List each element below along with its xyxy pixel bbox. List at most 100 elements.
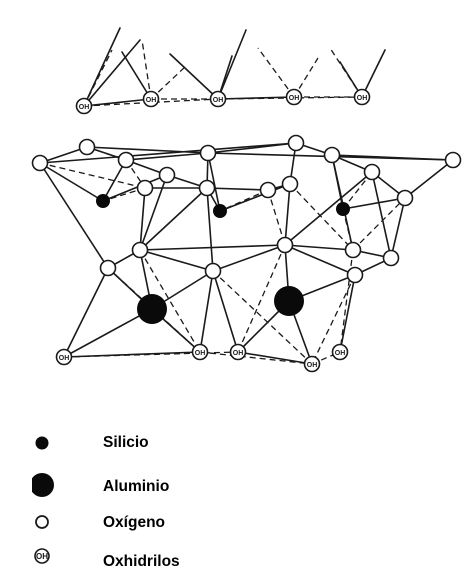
solid-bond-31 [206, 187, 214, 272]
solid-bond-51 [139, 249, 214, 272]
dashed-bond-27 [63, 351, 239, 358]
solid-bond-46 [342, 197, 406, 210]
solid-bond-26 [206, 187, 269, 191]
dashed-bond-3 [257, 47, 295, 98]
hydroxyl-label-h2: OH [146, 97, 157, 104]
solid-bond-44 [219, 183, 291, 212]
dashed-bond-23 [212, 270, 313, 365]
solid-bond-18 [39, 142, 297, 164]
solid-bond-55 [63, 267, 109, 358]
oxygen-atom-o21 [346, 266, 364, 284]
hydroxyl-label-h1: OH [79, 104, 90, 111]
legend-label-oxigeno: Oxígeno [103, 514, 166, 531]
solid-bond-45 [331, 154, 344, 210]
solid-bond-49 [284, 244, 354, 251]
oxygen-atom-icon [35, 515, 49, 529]
svg-text:OH: OH [36, 552, 48, 561]
oxygen-atom-o16 [276, 236, 294, 254]
dashed-bond-18 [342, 171, 373, 210]
solid-bond-19 [39, 162, 109, 269]
hydroxyl-label-b4: OH [307, 362, 318, 369]
hydroxyl-atom-h1 [75, 97, 93, 115]
solid-bond-48 [139, 244, 286, 251]
solid-bond-62 [212, 270, 239, 353]
oxygen-atom-o11 [198, 179, 216, 197]
solid-bond-69 [237, 351, 313, 365]
oxygen-atom-o7 [323, 146, 341, 164]
solid-bond-42 [207, 152, 221, 212]
dashed-bond-16 [289, 183, 354, 251]
legend-item-oxhidrilos: OH Oxhidrilos [0, 540, 300, 580]
solid-bond-16 [86, 146, 209, 154]
hydroxyl-atom-icon: OH [34, 548, 50, 564]
solid-bond-39 [390, 197, 406, 259]
dashed-bond-15 [267, 189, 286, 246]
solid-bond-53 [284, 244, 356, 276]
silicon-atom-s1 [96, 194, 110, 208]
aluminum-atom-icon [32, 473, 54, 497]
aluminum-atom-a2 [274, 286, 304, 316]
dashed-bond-26 [311, 274, 356, 365]
solid-bond-36 [284, 171, 373, 246]
dashed-bond-1 [141, 39, 152, 100]
solid-bond-30 [139, 187, 208, 251]
solid-bond-52 [212, 244, 286, 272]
solid-bond-61 [199, 270, 214, 353]
dashed-bond-28 [199, 351, 313, 365]
oxygen-atom-o5 [199, 144, 217, 162]
oxygen-atom-o17 [344, 241, 362, 259]
hydroxyl-atom-b4 [303, 355, 321, 373]
solid-bond-20 [39, 162, 104, 202]
solid-bond-3 [217, 29, 247, 100]
legend-label-oxhidrilos: Oxhidrilos [103, 553, 180, 570]
legend-item-silicio: Silicio [0, 423, 300, 463]
oxygen-atom-o14 [396, 189, 414, 207]
solid-bond-12 [125, 152, 209, 161]
hydroxyl-label-b3: OH [233, 350, 244, 357]
hydroxyl-label-b5: OH [335, 350, 346, 357]
dashed-bond-8 [83, 98, 219, 107]
dashed-bond-17 [352, 197, 406, 251]
hydroxyl-atom-h5 [353, 88, 371, 106]
oxygen-atom-o1 [31, 154, 49, 172]
hydroxyl-label-h5: OH [357, 95, 368, 102]
oxygen-atom-o6 [287, 134, 305, 152]
solid-bond-1 [83, 39, 141, 107]
silicon-atom-s3 [336, 202, 350, 216]
legend-item-aluminio: Aluminio [0, 465, 300, 505]
hydroxyl-atom-b3 [229, 343, 247, 361]
oxygen-atom-o18 [382, 249, 400, 267]
dashed-bond-11 [102, 187, 146, 202]
dashed-bond-2 [150, 65, 187, 100]
hydroxyl-label-h4: OH [289, 95, 300, 102]
silicon-atom-s2 [213, 204, 227, 218]
oxygen-atom-o19 [99, 259, 117, 277]
legend-label-aluminio: Aluminio [103, 478, 170, 495]
legend-item-oxigeno: Oxígeno [0, 505, 300, 545]
legend-label-silicio: Silicio [103, 434, 149, 451]
oxygen-atom-o4 [158, 166, 176, 184]
silicon-atom-icon [35, 436, 49, 450]
solid-bond-67 [339, 274, 356, 353]
oxygen-atom-o9 [444, 151, 462, 169]
hydroxyl-atom-b1 [55, 348, 73, 366]
solid-bond-38 [404, 159, 454, 199]
hydroxyl-atom-b5 [331, 343, 349, 361]
oxygen-atom-o15 [131, 241, 149, 259]
oxygen-atom-o2 [78, 138, 96, 156]
solid-bond-28 [139, 174, 168, 251]
hydroxyl-label-b2: OH [195, 350, 206, 357]
aluminum-atom-a1 [137, 294, 167, 324]
hydroxyl-atom-b2 [191, 343, 209, 361]
dashed-bond-4 [293, 57, 319, 98]
oxygen-atom-o3 [117, 151, 135, 169]
hydroxyl-atom-h3 [209, 90, 227, 108]
hydroxyl-atom-h4 [285, 88, 303, 106]
dashed-bond-0 [83, 49, 113, 107]
oxygen-atom-o12 [259, 181, 277, 199]
legend: Silicio Aluminio Oxígeno OH Oxhidrilos [0, 405, 464, 585]
dashed-bond-14 [219, 189, 269, 212]
oxygen-atom-o10 [136, 179, 154, 197]
hydroxyl-atom-h2 [142, 90, 160, 108]
